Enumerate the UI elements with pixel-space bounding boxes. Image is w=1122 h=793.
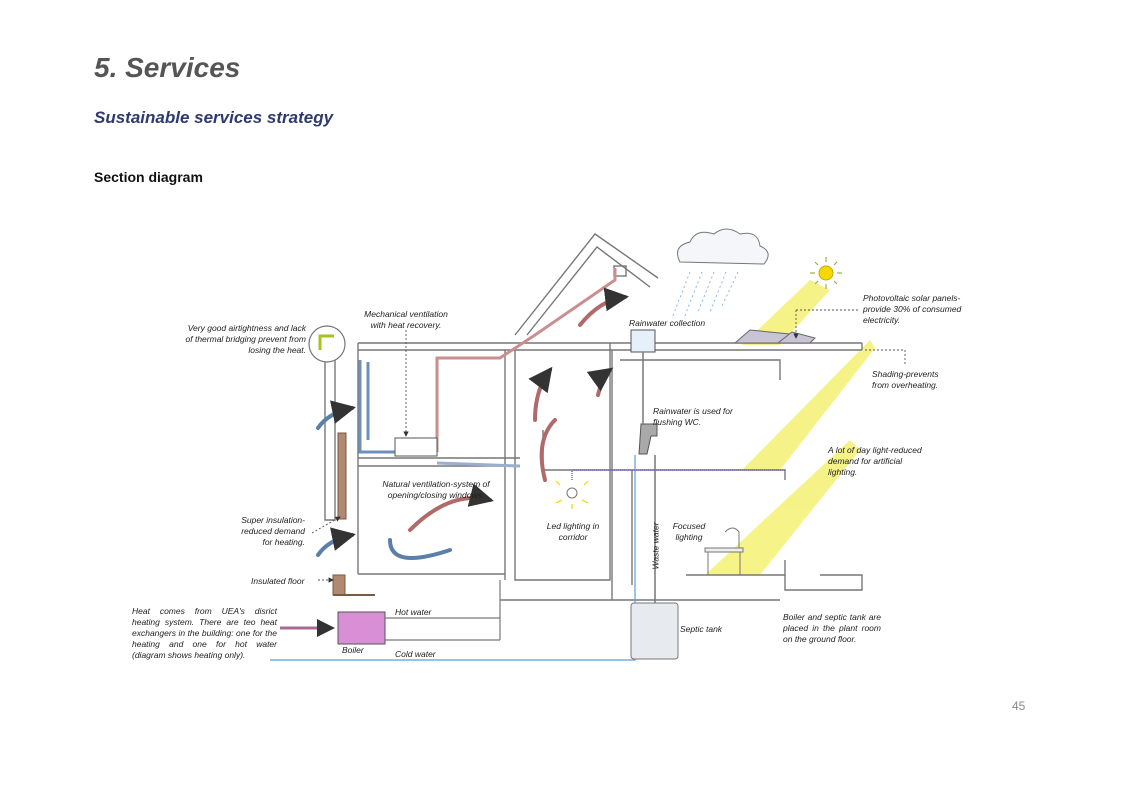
sunlight-beams — [705, 280, 875, 575]
annotation-airtightness: Very good airtightness and lack of therm… — [185, 323, 306, 355]
detail-magnifier — [308, 325, 346, 363]
label-cold-water: Cold water — [395, 649, 436, 659]
annotation-daylight: A lot of day light-reduced demand for ar… — [828, 445, 922, 477]
wc-icon — [638, 423, 658, 455]
ventilation-ducts — [358, 268, 617, 468]
building-section — [324, 233, 863, 601]
annotation-shading: Shading-prevents from overheating. — [872, 369, 939, 390]
annotation-waste-water: Waste water — [650, 522, 661, 570]
annotation-super-insulation: Super insulation-reduced demand for heat… — [241, 515, 305, 547]
septic-tank — [630, 602, 679, 660]
sun-icon — [810, 257, 842, 289]
annotation-rainwater-collection: Rainwater collection — [629, 318, 706, 328]
rain-drops — [671, 271, 739, 319]
page-subtitle: Sustainable services strategy — [94, 108, 334, 127]
annotation-natural-ventilation: Natural ventilation-system of opening/cl… — [382, 479, 490, 500]
desk-lamp-icon — [704, 527, 744, 575]
page-title: 5. Services — [94, 52, 241, 83]
section-heading: Section diagram — [94, 169, 203, 185]
annotation-led-lighting: Led lighting in corridor — [546, 521, 600, 542]
annotation-plant-room: Boiler and septic tank are placed in the… — [783, 612, 881, 644]
label-hot-water: Hot water — [395, 607, 432, 617]
label-boiler: Boiler — [342, 645, 364, 655]
annotation-heat-source: Heat comes from UEA's disrict heating sy… — [132, 606, 277, 660]
annotation-insulated-floor: Insulated floor — [251, 576, 305, 586]
page-number: 45 — [1012, 699, 1026, 713]
heat-recovery-unit — [394, 437, 438, 457]
leader-lines — [311, 309, 906, 583]
annotation-mechanical-ventilation: Mechanical ventilation with heat recover… — [364, 309, 448, 330]
cold-water-pipe — [270, 455, 636, 661]
label-septic-tank: Septic tank — [680, 624, 723, 634]
led-light-icon — [555, 480, 589, 509]
annotation-focused-lighting: Focused lighting — [672, 521, 706, 542]
insulation — [332, 432, 375, 596]
rainwater-tank — [630, 329, 656, 353]
cloud-icon — [677, 228, 769, 265]
annotation-photovoltaic: Photovoltaic solar panels-provide 30% of… — [863, 293, 962, 325]
boiler — [337, 611, 386, 645]
annotation-rainwater-wc: Rainwater is used for flushing WC. — [653, 406, 733, 427]
air-flow-arrows — [316, 287, 629, 560]
